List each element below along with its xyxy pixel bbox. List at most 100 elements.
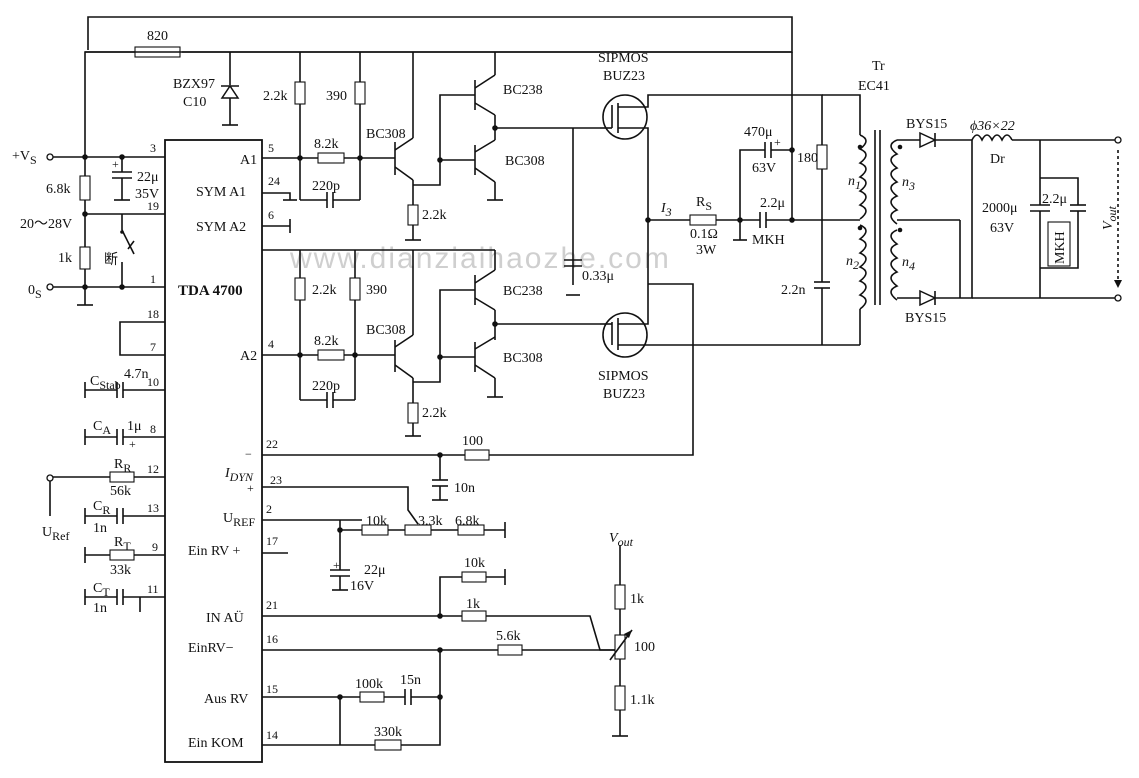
- label-r10k-a: 10k: [366, 514, 387, 529]
- c470-plus: +: [774, 135, 781, 149]
- label-dr-size: ϕ36×22: [970, 119, 1015, 134]
- label-r68k-b: 6.8k: [455, 514, 480, 529]
- label-cr: CR: [93, 499, 110, 517]
- label-zener: BZX97: [173, 77, 215, 92]
- label-r82k-a: 8.2k: [314, 137, 339, 152]
- pin-15-num: 15: [266, 682, 278, 696]
- label-zero: 0S: [28, 283, 42, 301]
- label-bys15-bottom: BYS15: [905, 311, 946, 326]
- label-c22n: 2.2n: [781, 283, 806, 298]
- label-mkh: MKH: [752, 233, 785, 248]
- mosfet-top: [600, 94, 792, 220]
- label-r82k-b: 8.2k: [314, 334, 339, 349]
- label-zener2: C10: [183, 95, 206, 110]
- label-r22k-b: 2.2k: [312, 283, 337, 298]
- label-ec41: EC41: [858, 79, 890, 94]
- label-rt-val: 33k: [110, 563, 131, 578]
- label-n1: n1: [848, 174, 861, 192]
- pin-2-num: 2: [266, 502, 272, 516]
- pin-ausrv-label: Aus RV: [204, 692, 248, 707]
- label-c22-out: 2.2μ: [1042, 192, 1067, 207]
- label-c22u: 22μ: [137, 170, 159, 185]
- pin-16-num: 16: [266, 632, 278, 646]
- mosfet-bottom: [600, 220, 822, 358]
- label-q5: BC238: [503, 284, 543, 299]
- label-sipmos-top: SIPMOS: [598, 51, 649, 66]
- pin-9-num: 9: [152, 540, 158, 554]
- label-bys15-top: BYS15: [906, 117, 947, 132]
- label-r22k-eb: 2.2k: [422, 406, 447, 421]
- c22u-b-plus: +: [333, 558, 340, 572]
- watermark: www.dianziaihaozhe.com: [289, 242, 671, 275]
- resistor-1k-in: [79, 246, 91, 270]
- cap-22u-plus: +: [112, 157, 119, 171]
- label-q6: BC308: [503, 351, 543, 366]
- pin-10-num: 10: [147, 375, 159, 389]
- pin-5-num: 5: [268, 141, 274, 155]
- label-n3: n3: [902, 175, 915, 193]
- zener-diode-bzx97: [220, 52, 240, 126]
- label-c10n: 10n: [454, 481, 475, 496]
- label-range: 20～28V: [20, 217, 72, 232]
- label-ct: CT: [93, 581, 110, 599]
- label-tr: Tr: [872, 59, 885, 74]
- label-pot100: 100: [634, 640, 655, 655]
- label-q2: BC238: [503, 83, 543, 98]
- label-r100: 100: [462, 434, 483, 449]
- resistor-rs: [689, 214, 717, 226]
- resistor-820: [134, 46, 181, 58]
- pin-einrvp-label: Ein RV +: [188, 544, 241, 559]
- label-buz23-bottom: BUZ23: [603, 387, 645, 402]
- terminal-vs: [46, 153, 54, 161]
- pin-einrvm-label: EinRV−: [188, 641, 234, 656]
- pin-17-num: 17: [266, 534, 278, 548]
- pin-idyn-label: IDYN: [224, 466, 254, 484]
- pin-7-num: 7: [150, 340, 156, 354]
- label-c033: 0.33μ: [582, 269, 614, 284]
- label-uref-left: URef: [42, 525, 69, 543]
- label-c220p-b: 220p: [312, 379, 340, 394]
- label-ct-val: 1n: [93, 601, 107, 616]
- label-c22u-b-v: 16V: [350, 579, 374, 594]
- label-r390-a: 390: [326, 89, 347, 104]
- label-n2: n2: [846, 254, 859, 272]
- pin-8-num: 8: [150, 422, 156, 436]
- pin-einkom-label: Ein KOM: [188, 736, 244, 751]
- pin-1-num: 1: [150, 272, 156, 286]
- pin-21-num: 21: [266, 598, 278, 612]
- label-c220p-a: 220p: [312, 179, 340, 194]
- pin-11-num: 11: [147, 582, 159, 596]
- pin-23-num: 23: [270, 473, 282, 487]
- label-r22k-ea: 2.2k: [422, 208, 447, 223]
- pin-23-plus: +: [247, 481, 254, 495]
- wire-pin18-7: [119, 321, 165, 356]
- pin-4-num: 4: [268, 337, 274, 351]
- label-q1: BC308: [366, 127, 406, 142]
- pin-a2-label: A2: [240, 349, 257, 364]
- label-r1k-in: 1k: [58, 251, 72, 266]
- label-dr: Dr: [990, 152, 1005, 167]
- label-cstab: CStab: [90, 374, 121, 392]
- label-rs-w: 3W: [696, 243, 717, 258]
- ca-plus: +: [129, 437, 136, 451]
- label-r56k: 5.6k: [496, 629, 521, 644]
- transformer-ec41: [822, 130, 903, 346]
- label-r1k-out: 1k: [630, 592, 644, 607]
- pin-6-num: 6: [268, 208, 274, 222]
- label-vs: +VS: [12, 149, 37, 167]
- label-r10k-b: 10k: [464, 556, 485, 571]
- label-c470: 470μ: [744, 125, 773, 140]
- label-c15n: 15n: [400, 673, 421, 688]
- label-q3: BC308: [505, 154, 545, 169]
- pin-uref-label: UREF: [223, 511, 255, 529]
- output-rectifier: [897, 131, 1122, 307]
- resistor-6-8k: [79, 175, 91, 201]
- label-c22u-mkh: 2.2μ: [760, 196, 785, 211]
- label-c22u-b: 22μ: [364, 563, 386, 578]
- label-c47n: 4.7n: [124, 367, 149, 382]
- label-c1u: 1μ: [127, 419, 142, 434]
- label-rs: RS: [696, 195, 712, 213]
- pin-24-num: 24: [268, 174, 280, 188]
- label-r68k: 6.8k: [46, 182, 71, 197]
